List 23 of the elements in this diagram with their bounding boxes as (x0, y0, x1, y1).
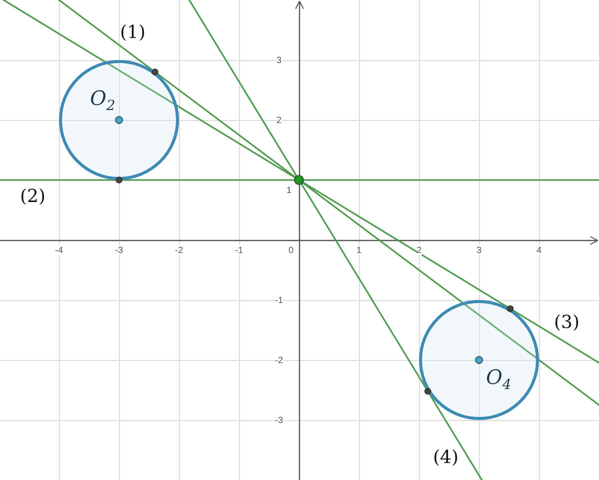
tick-label: 3 (476, 245, 482, 255)
line-label: (3) (554, 312, 580, 332)
line-label: (2) (20, 186, 46, 206)
tick-label: 1 (286, 185, 292, 195)
circle-shape (419, 300, 539, 420)
tick-label: -2 (275, 355, 284, 365)
line-label: (4) (433, 446, 458, 468)
tick-label: 4 (536, 245, 542, 255)
center-label: O$_{2}$ (90, 86, 116, 114)
tick-label: -3 (275, 415, 284, 425)
line-label: (1) (120, 22, 146, 42)
tick-label: -2 (175, 245, 184, 255)
tick-label: -4 (55, 245, 64, 255)
tick-label: -1 (275, 295, 284, 305)
circle-shape (59, 60, 179, 180)
tick-label: -3 (115, 245, 124, 255)
tick-label: -1 (235, 245, 244, 255)
tick-label: 1 (356, 245, 362, 255)
center-label: O$_{4}$ (486, 365, 512, 393)
tick-label: 2 (276, 115, 282, 125)
tick-label: 2 (416, 245, 422, 255)
tick-label: 0 (288, 245, 294, 255)
tick-label: 3 (276, 55, 282, 65)
